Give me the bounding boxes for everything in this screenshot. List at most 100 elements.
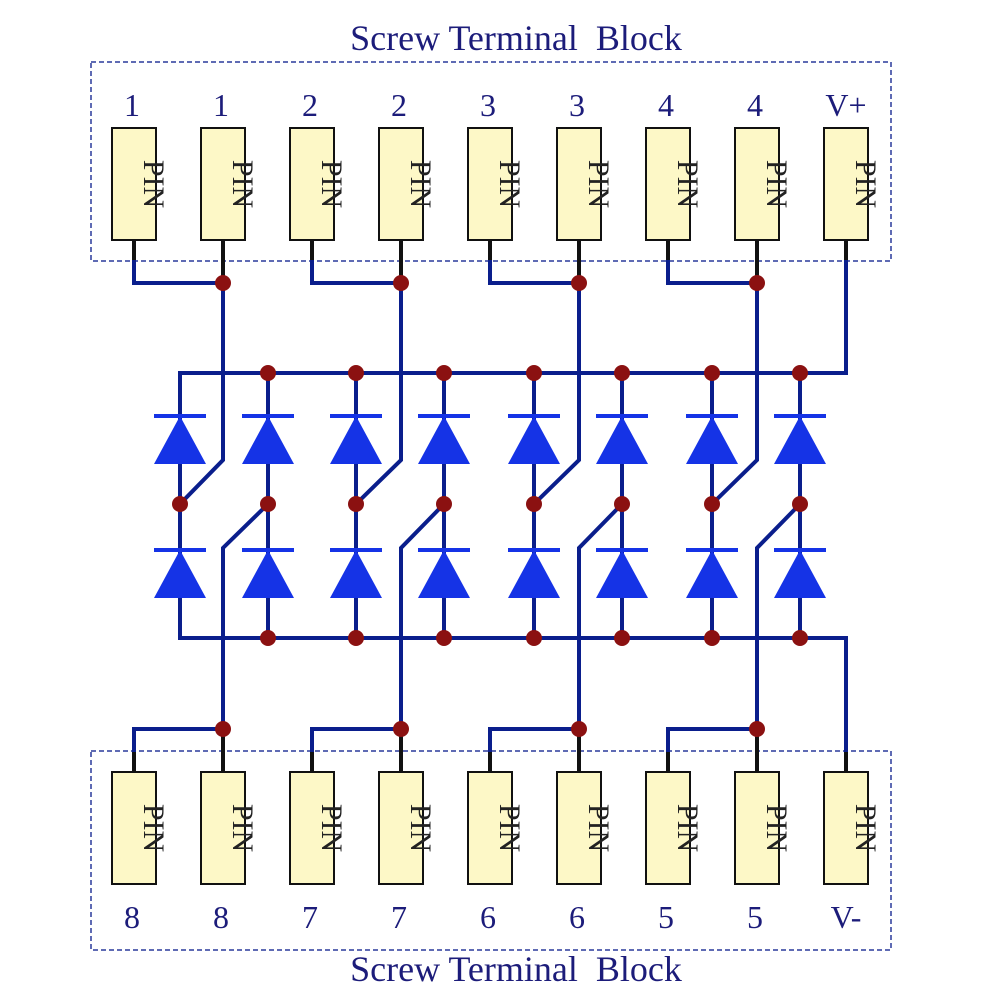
bottom-pin-4[interactable]: PIN 7 — [378, 771, 437, 935]
bottom-cross-wire — [399, 501, 447, 731]
bottom-pin-box[interactable] — [378, 771, 424, 885]
positive-rail-node — [348, 365, 364, 381]
diode-midpoint-node — [792, 496, 808, 512]
diode-lower-2 — [242, 548, 294, 598]
diode-lower-5 — [508, 548, 560, 598]
diode-upper-3 — [330, 414, 382, 464]
negative-rail-node — [348, 630, 364, 646]
diode-triangle — [508, 550, 560, 598]
positive-rail-node — [526, 365, 542, 381]
bottom-pin-number: 8 — [213, 899, 229, 935]
diode-lower-6 — [596, 548, 648, 598]
top-pin-label: PIN — [493, 160, 526, 208]
top-pin-label: PIN — [849, 160, 882, 208]
bottom-pin-3[interactable]: PIN 7 — [289, 771, 348, 935]
bottom-terminal-block: Screw Terminal Block PIN8PIN8PIN7PIN7PIN… — [90, 750, 892, 989]
top-pin-label: PIN — [582, 160, 615, 208]
bottom-pin-label: PIN — [582, 804, 615, 852]
bottom-pin-label: PIN — [404, 804, 437, 852]
bottom-pair-join — [132, 727, 225, 752]
bottom-pin-number: 7 — [302, 899, 318, 935]
bottom-junction-node — [749, 721, 765, 737]
diode-midpoint-node — [348, 496, 364, 512]
top-pin-label: PIN — [404, 160, 437, 208]
positive-rail — [178, 260, 848, 375]
bottom-pair-join — [310, 727, 403, 752]
negative-rail — [178, 636, 848, 752]
top-pin-box[interactable] — [556, 127, 602, 241]
top-pin-number: 2 — [391, 87, 407, 123]
diode-upper-6 — [596, 414, 648, 464]
diode-triangle — [330, 416, 382, 464]
top-pin-box[interactable] — [823, 127, 869, 241]
diode-upper-4 — [418, 414, 470, 464]
bottom-pin-number: 7 — [391, 899, 407, 935]
top-block-title: Screw Terminal Block — [350, 18, 682, 58]
top-pin-9[interactable]: PIN V+ — [823, 87, 882, 241]
positive-rail-node — [792, 365, 808, 381]
top-cross-wire — [177, 281, 225, 507]
bottom-pin-label: PIN — [226, 804, 259, 852]
negative-rail-node — [526, 630, 542, 646]
top-pin-box[interactable] — [734, 127, 780, 241]
negative-rail-node — [260, 630, 276, 646]
bottom-pin-label: PIN — [315, 804, 348, 852]
positive-rail-node — [436, 365, 452, 381]
bottom-pin-box[interactable] — [734, 771, 780, 885]
negative-rail-node — [704, 630, 720, 646]
diode-upper-1 — [154, 414, 206, 464]
diode-triangle — [686, 550, 738, 598]
top-cross-wire — [353, 281, 403, 507]
top-pin-number: V+ — [825, 87, 866, 123]
top-pin-4[interactable]: PIN 2 — [378, 87, 437, 241]
diode-triangle — [686, 416, 738, 464]
top-pin-label: PIN — [315, 160, 348, 208]
diode-lower-3 — [330, 548, 382, 598]
diode-midpoint-node — [526, 496, 542, 512]
bottom-block-title: Screw Terminal Block — [350, 949, 682, 989]
bottom-pin-number: 6 — [480, 899, 496, 935]
top-pin-label: PIN — [137, 160, 170, 208]
bottom-cross-wire — [221, 501, 271, 731]
top-pin-label: PIN — [760, 160, 793, 208]
top-pin-box[interactable] — [467, 127, 513, 241]
bottom-pin-box[interactable] — [200, 771, 246, 885]
bottom-pin-box[interactable] — [645, 771, 691, 885]
negative-rail-node — [614, 630, 630, 646]
diode-triangle — [596, 416, 648, 464]
positive-rail-node — [704, 365, 720, 381]
top-block-border — [90, 61, 892, 262]
bottom-pin-box[interactable] — [823, 771, 869, 885]
bottom-pin-box[interactable] — [556, 771, 602, 885]
diode-triangle — [596, 550, 648, 598]
bottom-pin-number: 8 — [124, 899, 140, 935]
diode-triangle — [418, 550, 470, 598]
bottom-pin-2[interactable]: PIN 8 — [200, 771, 259, 935]
top-junction-node — [571, 275, 587, 291]
wiring — [132, 240, 848, 772]
bottom-pin-label: PIN — [493, 804, 526, 852]
diode-lower-7 — [686, 548, 738, 598]
top-pin-box[interactable] — [645, 127, 691, 241]
bottom-cross-wire — [577, 501, 625, 731]
top-junction-node — [215, 275, 231, 291]
diode-midpoint-node — [614, 496, 630, 512]
bottom-pin-label: PIN — [671, 804, 704, 852]
top-pin-box[interactable] — [200, 127, 246, 241]
bottom-pin-5[interactable]: PIN 6 — [467, 771, 526, 935]
positive-rail-node — [614, 365, 630, 381]
bottom-pin-box[interactable] — [467, 771, 513, 885]
